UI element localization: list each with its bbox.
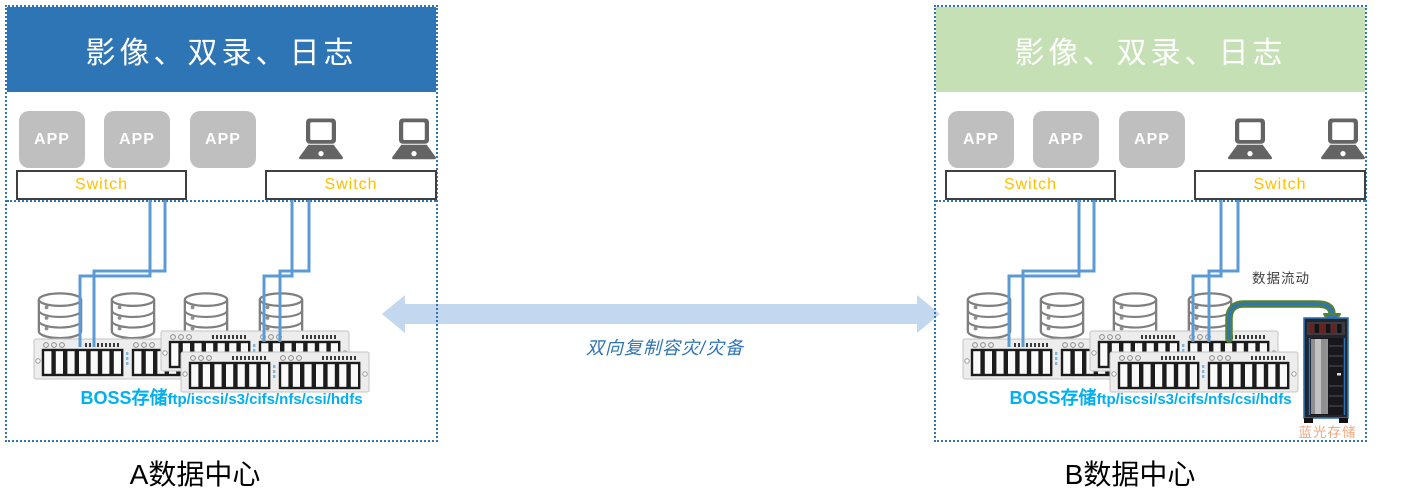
datacenter-b-header: 影像、双录、日志 [936,7,1365,92]
blu-ray-storage-label: 蓝光存储 [1298,425,1357,440]
datacenter-b-container: 影像、双录、日志 APP APP APP Switch Switch 数据流动 … [934,5,1367,442]
boss-storage-label: BOSS存储ftp/iscsi/s3/cifs/nfs/csi/hdfs [936,384,1365,410]
boss-storage-label: BOSS存储ftp/iscsi/s3/cifs/nfs/csi/hdfs [7,384,436,410]
datacenter-b-canvas [962,200,1349,423]
app-server-box: APP [948,111,1014,168]
datacenter-a-header: 影像、双录、日志 [7,7,436,92]
app-server-box: APP [190,111,256,168]
boss-storage-name: BOSS存储 [80,388,168,408]
connector-lines [1007,200,1240,347]
datacenter-b-caption: B数据中心 [1064,459,1196,490]
bidirectional-arrow-icon [382,295,940,333]
datacenter-a-container: 影像、双录、日志 APP APP APP Switch Switch BOSS存… [5,5,438,442]
app-server-box: APP [19,111,85,168]
app-server-box: APP [104,111,170,168]
datacenter-a-canvas [33,200,370,393]
app-server-box: APP [1033,111,1099,168]
app-server-box: APP [1119,111,1185,168]
boss-storage-protocols: ftp/iscsi/s3/cifs/nfs/csi/hdfs [1096,391,1292,408]
data-flow-label: 数据流动 [1252,271,1310,286]
switch-box: Switch [16,170,187,200]
connector-lines [78,200,311,347]
switch-box: Switch [1194,170,1366,200]
boss-storage-protocols: ftp/iscsi/s3/cifs/nfs/csi/hdfs [167,391,363,408]
storage-array-icon [33,330,370,393]
storage-array-icon [962,330,1299,393]
boss-storage-name: BOSS存储 [1009,388,1097,408]
dc-section-divider [936,200,1365,202]
dc-section-divider [7,200,436,202]
switch-box: Switch [265,170,437,200]
datacenter-a-caption: A数据中心 [129,459,261,490]
switch-box: Switch [945,170,1116,200]
server-tower-icon [1303,317,1349,423]
replication-label: 双向复制容灾/灾备 [585,338,744,358]
